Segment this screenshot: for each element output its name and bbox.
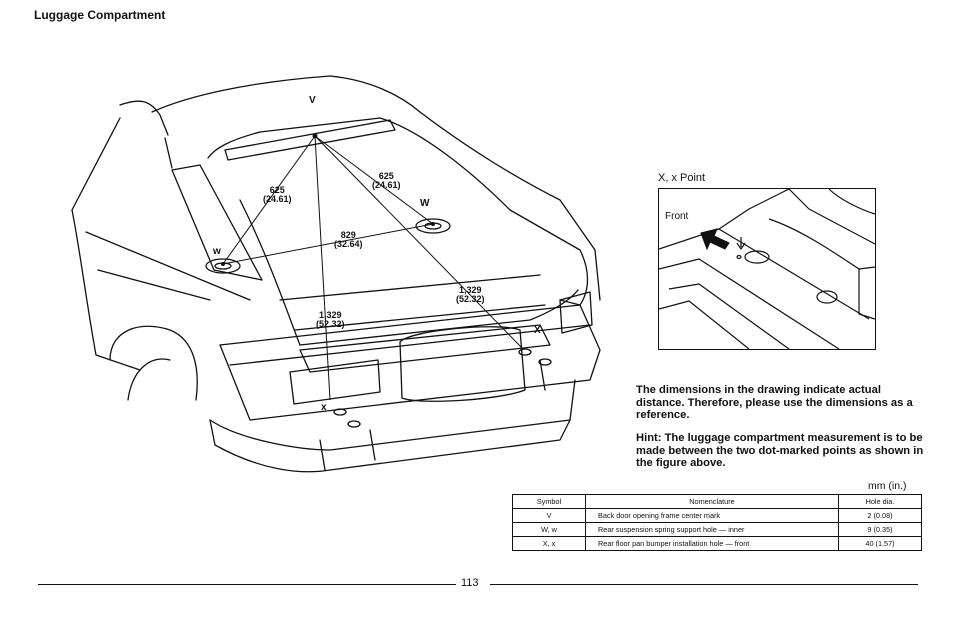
dimension-in: (52.32)	[316, 319, 345, 329]
floor-pan-detail-drawing	[659, 189, 875, 349]
front-arrow-icon	[700, 228, 730, 251]
dimensions-note: The dimensions in the drawing indicate a…	[636, 384, 913, 421]
table-cell: V	[512, 508, 586, 523]
point-label-w: w	[213, 246, 221, 257]
dimension-label: 1,329 (52.32)	[456, 286, 485, 304]
column-header: Nomenclature	[585, 494, 839, 509]
dimension-label: 625 (24.61)	[263, 186, 292, 204]
column-header: Symbol	[512, 494, 586, 509]
table-header-row: Symbol Nomenclature Hole dia.	[512, 494, 922, 509]
dimension-mm: 829	[340, 230, 356, 240]
dimension-mm: 1,329	[459, 285, 482, 295]
table-cell: 40 (1.57)	[838, 536, 922, 551]
table-cell: X, x	[512, 536, 586, 551]
dimension-in: (32.64)	[334, 239, 363, 249]
column-header: Hole dia.	[838, 494, 922, 509]
dimension-mm: 625	[269, 185, 285, 195]
dimension-label: 829 (32.64)	[334, 231, 363, 249]
dimension-label: 625 (24.61)	[372, 172, 401, 190]
point-label-x: x	[321, 402, 327, 413]
front-label: Front	[665, 211, 689, 222]
dimension-in: (24.61)	[372, 180, 401, 190]
table-cell: Rear suspension spring support hole — in…	[585, 522, 839, 537]
point-label-X: X	[534, 325, 541, 336]
table-cell: W, w	[512, 522, 586, 537]
dimension-label: 1,329 (52.32)	[316, 311, 345, 329]
page-number: 113	[461, 577, 479, 589]
hole-spec-table: Symbol Nomenclature Hole dia. V Back doo…	[512, 494, 922, 551]
table-cell: 9 (0.35)	[838, 522, 922, 537]
table-cell: Rear floor pan bumper installation hole …	[585, 536, 839, 551]
page-title: Luggage Compartment	[34, 8, 166, 22]
point-label-V: V	[309, 95, 316, 106]
footer-rule-left	[38, 584, 456, 585]
inset-detail: Front	[658, 188, 876, 350]
unit-label: mm (in.)	[868, 480, 907, 492]
dimension-mm: 1,329	[319, 310, 342, 320]
point-label-W: W	[420, 198, 430, 209]
table-row: X, x Rear floor pan bumper installation …	[512, 536, 922, 551]
table-row: W, w Rear suspension spring support hole…	[512, 522, 922, 537]
dimension-in: (52.32)	[456, 294, 485, 304]
dimension-mm: 625	[378, 171, 394, 181]
hint-note: Hint: The luggage compartment measuremen…	[636, 432, 924, 469]
table-row: V Back door opening frame center mark 2 …	[512, 508, 922, 523]
table-cell: Back door opening frame center mark	[585, 508, 839, 523]
footer-rule-right	[490, 584, 918, 585]
table-cell: 2 (0.08)	[838, 508, 922, 523]
inset-title: X, x Point	[658, 172, 706, 184]
dimension-in: (24.61)	[263, 194, 292, 204]
